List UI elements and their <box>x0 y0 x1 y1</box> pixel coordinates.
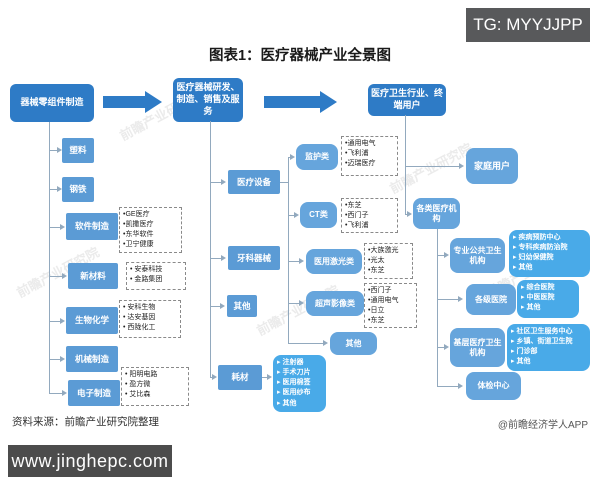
laser-companies-list: •大族激光•光太•东芝 <box>364 243 413 279</box>
class-other-box: 其他 <box>330 332 377 355</box>
connector-line <box>288 157 289 343</box>
connector-line <box>288 303 300 304</box>
connector-arrow-icon <box>60 356 65 362</box>
connector-arrow-icon <box>220 303 225 309</box>
connector-arrow-icon <box>299 258 304 264</box>
connector-line <box>437 229 438 386</box>
connector-line <box>288 215 295 216</box>
connector-arrow-icon <box>323 340 328 346</box>
checkup-center-box: 体检中心 <box>466 372 521 400</box>
hospitals-box: 各级医院 <box>466 284 516 315</box>
connector-arrow-icon <box>57 186 62 192</box>
public-health-items-list: ▸ 疾病预防中心▸ 专科疾病防治院▸ 妇幼保健院▸ 其他 <box>509 230 590 277</box>
connector-arrow-icon <box>57 147 62 153</box>
page-title: 图表1：医疗器械产业全景图 <box>208 48 392 64</box>
connector-line <box>280 182 288 183</box>
ultrasound-companies-list: •西门子•通用电气•日立•东芝 <box>364 283 417 328</box>
branch-steel-box: 钢铁 <box>62 177 94 202</box>
software-companies-list: •GE医疗•凯撒医疗•东华软件•卫宁健康 <box>119 207 182 253</box>
connector-arrow-icon <box>62 390 67 396</box>
stage-rd-manufacture-box: 医疗器械研发、制造、销售及服务 <box>173 78 243 122</box>
credit-note: @前瞻经济学人APP <box>497 420 588 431</box>
connector-line <box>210 377 213 378</box>
monitoring-companies-list: •通用电气•飞利浦•迈瑞医疗 <box>341 136 398 176</box>
connector-line <box>437 347 445 348</box>
connector-arrow-icon <box>290 154 295 160</box>
connector-line <box>288 157 291 158</box>
branch-plastic-box: 塑料 <box>62 138 94 163</box>
branch-electronics-box: 电子制造 <box>68 380 120 406</box>
class-ultrasound-box: 超声影像类 <box>306 291 364 316</box>
connector-arrow-icon <box>212 374 217 380</box>
connector-arrow-icon <box>458 383 463 389</box>
source-note: 资料来源：前瞻产业研究院整理 <box>12 416 159 428</box>
website-watermark-bar: www.jinghepc.com <box>8 445 172 477</box>
connector-line <box>49 227 60 228</box>
connector-arrow-icon <box>459 163 464 169</box>
connector-arrow-icon <box>60 224 65 230</box>
consumables-items-list: ▸ 注射器▸ 手术刀片▸ 医用棉签▸ 医用纱布▸ 其他 <box>273 355 326 412</box>
category-medical-equipment-box: 医疗设备 <box>228 170 280 194</box>
branch-new-materials-box: 新材料 <box>68 263 118 289</box>
institutions-box: 各类医疗机构 <box>413 198 460 229</box>
connector-line <box>288 343 324 344</box>
public-health-box: 专业公共卫生机构 <box>450 238 505 273</box>
stage-components-box: 器械零组件制造 <box>10 84 94 122</box>
connector-line <box>49 276 62 277</box>
connector-line <box>405 115 406 214</box>
class-laser-box: 医用激光类 <box>306 249 362 274</box>
flow-arrow-icon <box>145 91 162 113</box>
connector-arrow-icon <box>299 300 304 306</box>
biochem-companies-list: • 安科生物• 达安基因• 西陇化工 <box>119 300 181 338</box>
new-materials-companies-list: • 安泰科技• 金路集团 <box>126 262 186 290</box>
flow-arrow-icon <box>264 96 320 108</box>
connector-arrow-icon <box>221 255 226 261</box>
branch-biochem-box: 生物化学 <box>66 307 118 334</box>
connector-arrow-icon <box>458 296 463 302</box>
connector-line <box>49 150 57 151</box>
connector-line <box>210 182 222 183</box>
class-monitoring-box: 监护类 <box>296 144 338 170</box>
connector-line <box>49 359 60 360</box>
category-dental-box: 牙科器械 <box>228 246 280 270</box>
flow-arrow-icon <box>103 96 145 108</box>
connector-line <box>405 214 408 215</box>
connector-line <box>262 377 268 378</box>
branch-software-box: 软件制造 <box>66 213 118 240</box>
connector-arrow-icon <box>444 252 449 258</box>
stage-end-users-box: 医疗卫生行业、终端用户 <box>368 84 446 116</box>
connector-arrow-icon <box>444 344 449 350</box>
ct-companies-list: •东芝•西门子•飞利浦 <box>341 198 398 233</box>
connector-line <box>210 306 221 307</box>
electronics-companies-list: • 阳明电路• 盈方微• 艾比森 <box>121 367 189 406</box>
grassroots-items-list: ▸ 社区卫生服务中心▸ 乡镇、街道卫生院▸ 门诊部▸ 其他 <box>507 324 590 371</box>
branch-machinery-box: 机械制造 <box>66 346 118 372</box>
connector-line <box>288 261 300 262</box>
connector-arrow-icon <box>407 211 412 217</box>
connector-line <box>49 393 62 394</box>
category-other-box: 其他 <box>227 295 257 317</box>
hospitals-items-list: ▸ 综合医院▸ 中医医院▸ 其他 <box>517 280 579 318</box>
tg-badge: TG: MYYJJPP <box>466 8 590 42</box>
connector-line <box>437 255 445 256</box>
connector-line <box>49 189 57 190</box>
connector-line <box>437 386 459 387</box>
home-users-box: 家庭用户 <box>466 148 518 184</box>
class-ct-box: CT类 <box>300 202 337 228</box>
connector-arrow-icon <box>294 212 299 218</box>
connector-line <box>210 258 222 259</box>
connector-line <box>49 321 60 322</box>
connector-line <box>405 166 460 167</box>
connector-line <box>210 121 211 377</box>
flow-arrow-icon <box>320 91 337 113</box>
category-consumables-box: 耗材 <box>218 365 262 390</box>
grassroots-box: 基层医疗卫生机构 <box>450 328 505 367</box>
connector-line <box>437 299 459 300</box>
connector-arrow-icon <box>62 273 67 279</box>
connector-arrow-icon <box>267 374 272 380</box>
connector-arrow-icon <box>221 179 226 185</box>
connector-line <box>49 122 50 393</box>
connector-arrow-icon <box>60 318 65 324</box>
